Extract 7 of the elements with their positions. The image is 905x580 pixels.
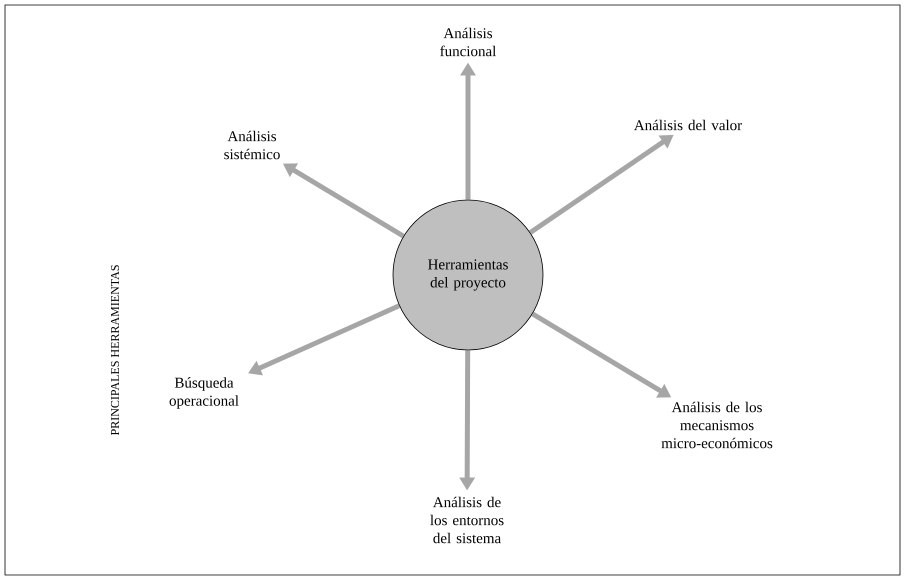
tool-label: Análisis del valor	[634, 120, 742, 130]
tool-label: Búsqueda operacional	[170, 377, 239, 409]
tool-label: Análisis sistémico	[224, 130, 280, 160]
tool-label: Análisis de los mecanismos micro-económicos	[662, 402, 772, 448]
side-label: PRINCIPALES HERRAMIENTAS	[110, 265, 120, 436]
tool-label: Análisis de los entornos del sistema	[430, 496, 504, 544]
tool-label: Análisis funcional	[440, 28, 496, 56]
